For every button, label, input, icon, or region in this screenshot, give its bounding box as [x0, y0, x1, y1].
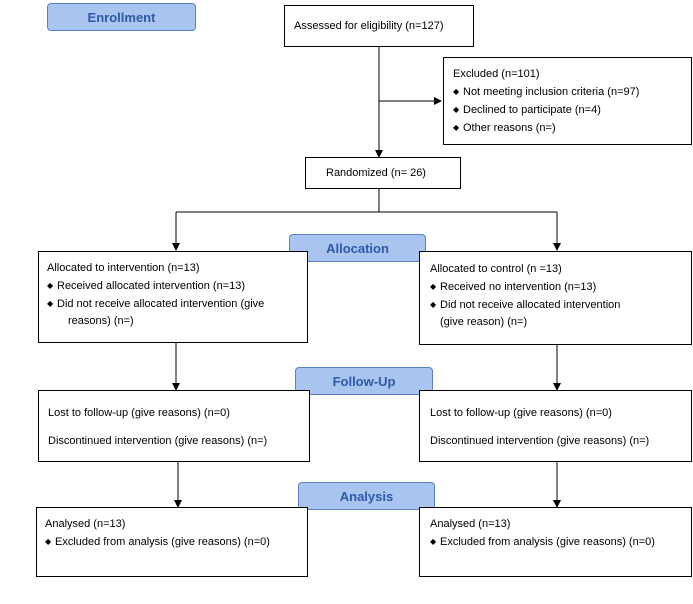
allocation-intervention-item-cont: reasons) (n=) — [68, 315, 134, 327]
stage-enrollment: Enrollment — [47, 3, 196, 31]
allocation-control-item-cont: (give reason) (n=) — [440, 316, 528, 328]
allocation-control-title: Allocated to control (n =13) — [430, 263, 562, 275]
allocation-control-box: Allocated to control (n =13) ◆Received n… — [419, 251, 692, 345]
bullet-icon: ◆ — [430, 537, 437, 546]
assessed-text: Assessed for eligibility (n=127) — [294, 20, 444, 32]
excluded-box: Excluded (n=101) ◆Not meeting inclusion … — [443, 57, 692, 145]
analysis-control-title: Analysed (n=13) — [430, 518, 511, 530]
followup-control-box: Lost to follow-up (give reasons) (n=0) D… — [419, 390, 692, 462]
bullet-icon: ◆ — [430, 282, 437, 291]
randomized-box: Randomized (n= 26) — [305, 157, 461, 189]
excluded-item: ◆Not meeting inclusion criteria (n=97) — [453, 83, 691, 101]
bullet-icon: ◆ — [453, 105, 460, 114]
stage-follow-up: Follow-Up — [295, 367, 433, 395]
bullet-icon: ◆ — [453, 87, 460, 96]
bullet-icon: ◆ — [430, 300, 437, 309]
allocation-intervention-title: Allocated to intervention (n=13) — [47, 262, 200, 274]
stage-allocation: Allocation — [289, 234, 426, 262]
allocation-intervention-box: Allocated to intervention (n=13) ◆Receiv… — [38, 251, 308, 343]
analysis-control-item: ◆Excluded from analysis (give reasons) (… — [430, 533, 691, 551]
allocation-control-item: ◆Received no intervention (n=13) — [430, 278, 691, 296]
followup-intervention-box: Lost to follow-up (give reasons) (n=0) D… — [38, 390, 310, 462]
allocation-intervention-item: ◆Did not receive allocated intervention … — [47, 295, 307, 313]
followup-intervention-lost: Lost to follow-up (give reasons) (n=0) — [48, 407, 230, 419]
analysis-control-box: Analysed (n=13) ◆Excluded from analysis … — [419, 507, 692, 577]
bullet-icon: ◆ — [45, 537, 52, 546]
allocation-control-item: ◆Did not receive allocated intervention — [430, 296, 691, 314]
excluded-item: ◆Declined to participate (n=4) — [453, 101, 691, 119]
analysis-intervention-title: Analysed (n=13) — [45, 518, 126, 530]
analysis-intervention-item: ◆Excluded from analysis (give reasons) (… — [45, 533, 307, 551]
followup-control-lost: Lost to follow-up (give reasons) (n=0) — [430, 407, 612, 419]
randomized-text: Randomized (n= 26) — [326, 167, 426, 179]
bullet-icon: ◆ — [47, 299, 54, 308]
allocation-intervention-item: ◆Received allocated intervention (n=13) — [47, 277, 307, 295]
assessed-box: Assessed for eligibility (n=127) — [284, 5, 474, 47]
bullet-icon: ◆ — [453, 123, 460, 132]
followup-intervention-discontinued: Discontinued intervention (give reasons)… — [48, 435, 268, 447]
followup-control-discontinued: Discontinued intervention (give reasons)… — [430, 435, 650, 447]
excluded-title: Excluded (n=101) — [453, 68, 540, 80]
stage-analysis: Analysis — [298, 482, 435, 510]
bullet-icon: ◆ — [47, 281, 54, 290]
excluded-item: ◆Other reasons (n=) — [453, 119, 691, 137]
analysis-intervention-box: Analysed (n=13) ◆Excluded from analysis … — [36, 507, 308, 577]
